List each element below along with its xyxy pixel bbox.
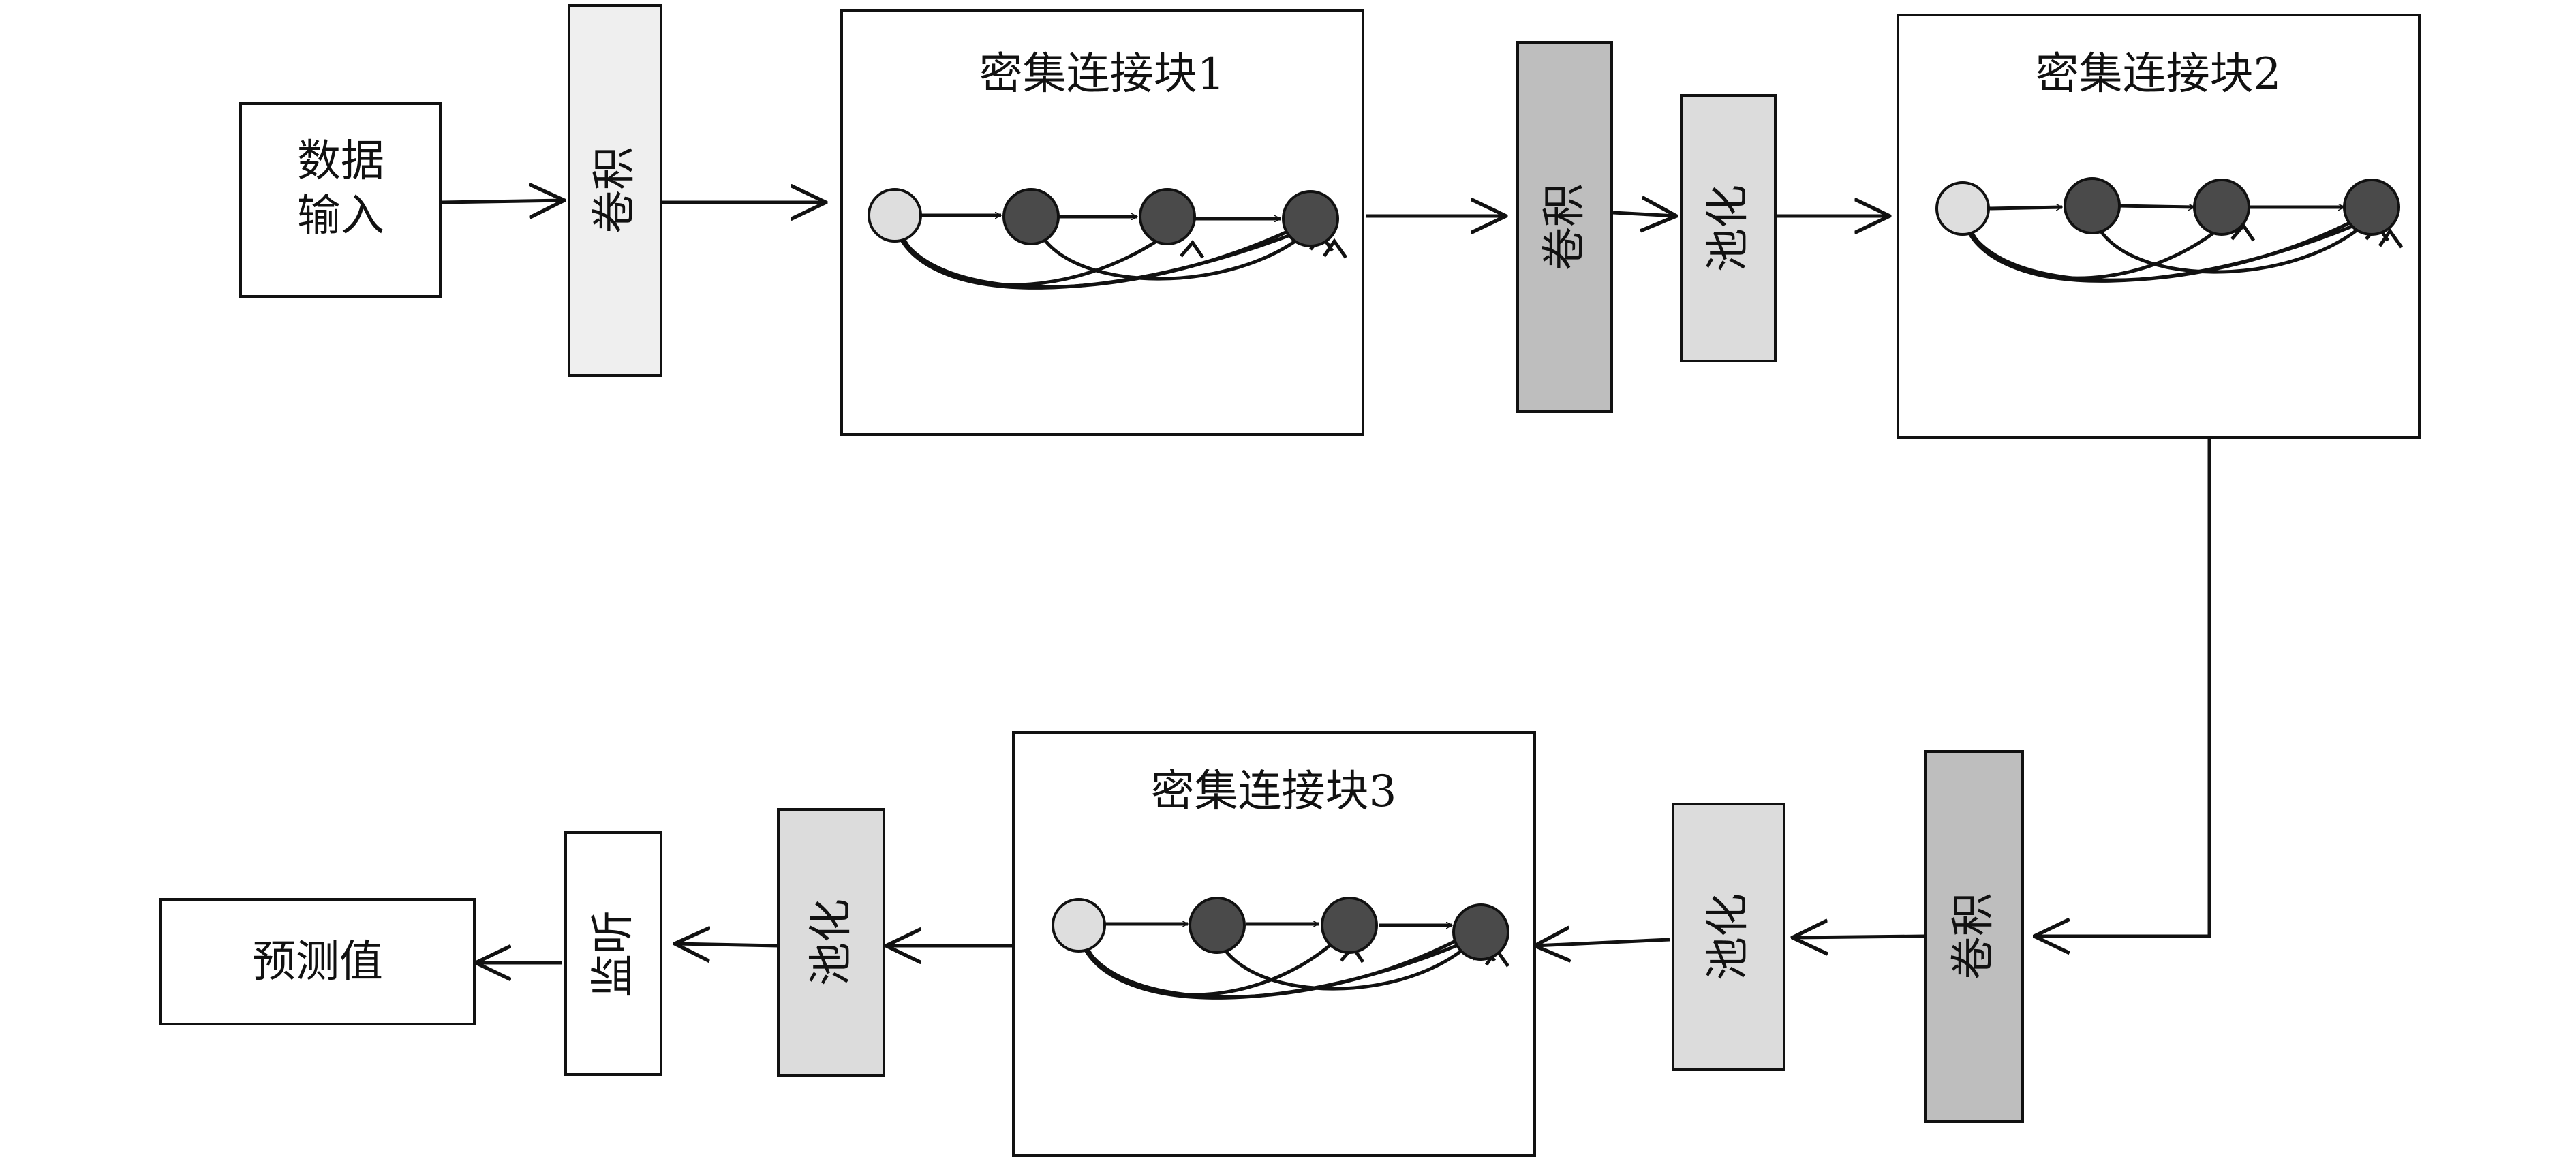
skip-connection: [1080, 927, 1496, 1000]
pool-layer-2-label: 池化: [1703, 893, 1753, 980]
dense-block-1-layer-node: [1282, 190, 1339, 247]
dense-block-2-layer-node: [2343, 179, 2400, 236]
dense-block-2-layer-node: [2064, 177, 2121, 234]
arrow-conv3-to-pool2: [1792, 936, 1926, 938]
skip-connection: [1213, 927, 1486, 991]
dense-block-3-layer-node: [1321, 897, 1378, 954]
arrow-pool3-to-monitor: [675, 944, 779, 946]
pool-layer-1-label: 池化: [1703, 185, 1753, 272]
dense-block-3-layer-node: [1452, 903, 1509, 961]
dense-block-2-input-node: [1935, 181, 1990, 236]
dense-block-3-title: 密集连接块3: [1151, 767, 1397, 817]
dense-block-1-layer-node: [1139, 188, 1196, 245]
arrow-conv2-to-pool1: [1612, 213, 1676, 216]
prediction-label: 预测值: [252, 937, 383, 987]
dense-block-3: 密集连接块3: [1012, 731, 1536, 1157]
dense-block-3-input-node: [1052, 898, 1106, 953]
pool-layer-3: 池化: [777, 808, 885, 1077]
skip-connection: [2090, 211, 2378, 274]
conv-layer-1: 卷积: [568, 4, 662, 377]
prediction-node: 预测值: [159, 898, 476, 1025]
conv-layer-2: 卷积: [1516, 41, 1613, 413]
dense-block-1-title: 密集连接块1: [979, 49, 1225, 99]
pool-layer-3-label: 池化: [806, 899, 857, 986]
pool-layer-2: 池化: [1672, 803, 1785, 1071]
dense-block-1-input-node: [868, 188, 922, 243]
dense-block-2: 密集连接块2: [1897, 14, 2421, 439]
dense-block-1-layer-node: [1002, 188, 1060, 245]
pool-layer-1: 池化: [1680, 94, 1777, 362]
connector-block2-to-conv3: [2034, 438, 2211, 936]
data-input-label-line2: 输入: [297, 191, 384, 241]
conv-layer-2-label: 卷积: [1539, 183, 1590, 271]
monitor-label: 监听: [588, 910, 639, 998]
dense-block-1: 密集连接块1: [840, 9, 1364, 436]
dense-block-3-layer-node: [1189, 897, 1246, 954]
conv-layer-3: 卷积: [1924, 750, 2024, 1123]
conv-layer-1-label: 卷积: [589, 146, 640, 234]
skip-connection: [896, 217, 1332, 290]
arrow-input-to-conv1: [441, 200, 564, 202]
skip-connection: [1032, 217, 1322, 281]
skip-connection: [1964, 210, 2387, 283]
dense-block-2-title: 密集连接块2: [2036, 49, 2282, 99]
data-input-node: 数据 输入: [239, 102, 442, 298]
dense-block-2-layer-node: [2193, 179, 2250, 236]
arrow-pool2-to-block3: [1535, 940, 1670, 946]
data-input-label-line1: 数据: [297, 136, 384, 187]
conv-layer-3-label: 卷积: [1948, 893, 1999, 980]
monitor-node: 监听: [564, 831, 662, 1076]
